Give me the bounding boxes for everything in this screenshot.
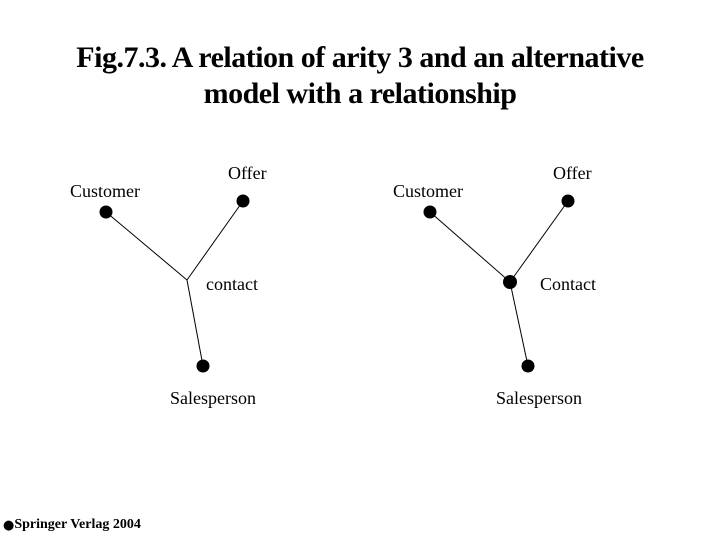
left-diagram <box>99 194 250 373</box>
left-offer-label: Offer <box>228 163 267 183</box>
right-diagram <box>423 194 575 373</box>
left-contact-label: contact <box>206 274 258 294</box>
left-edge-customer-contact <box>105 211 188 281</box>
left-salesperson-label: Salesperson <box>170 388 256 408</box>
copyright-line: ●Springer Verlag 2004 <box>3 517 141 534</box>
copyright-text: Springer Verlag 2004 <box>14 517 141 532</box>
right-salesperson-node-dot <box>521 359 535 373</box>
right-edge-contact-salesperson <box>509 281 529 367</box>
right-offer-label: Offer <box>553 163 592 183</box>
left-customer-label: Customer <box>70 181 140 201</box>
slide-title-line1: Fig.7.3. A relation of arity 3 and an al… <box>76 41 644 75</box>
left-salesperson-node-dot <box>196 359 210 373</box>
right-offer-node-dot <box>561 194 575 208</box>
copyright-symbol: ● <box>3 518 15 533</box>
right-salesperson-label: Salesperson <box>496 388 582 408</box>
right-contact-node-dot <box>503 275 517 289</box>
right-customer-node-dot <box>423 205 437 219</box>
slide-title: Fig.7.3. A relation of arity 3 and an al… <box>0 40 720 112</box>
right-edge-offer-contact <box>509 200 569 283</box>
left-customer-node-dot <box>99 205 113 219</box>
left-edge-contact-salesperson <box>186 279 204 367</box>
right-customer-label: Customer <box>393 181 463 201</box>
right-contact-label: Contact <box>540 274 596 294</box>
slide-title-line2: model with a relationship <box>203 77 517 111</box>
left-edge-offer-contact <box>186 200 244 281</box>
left-offer-node-dot <box>236 194 250 208</box>
right-edge-customer-contact <box>429 211 511 283</box>
